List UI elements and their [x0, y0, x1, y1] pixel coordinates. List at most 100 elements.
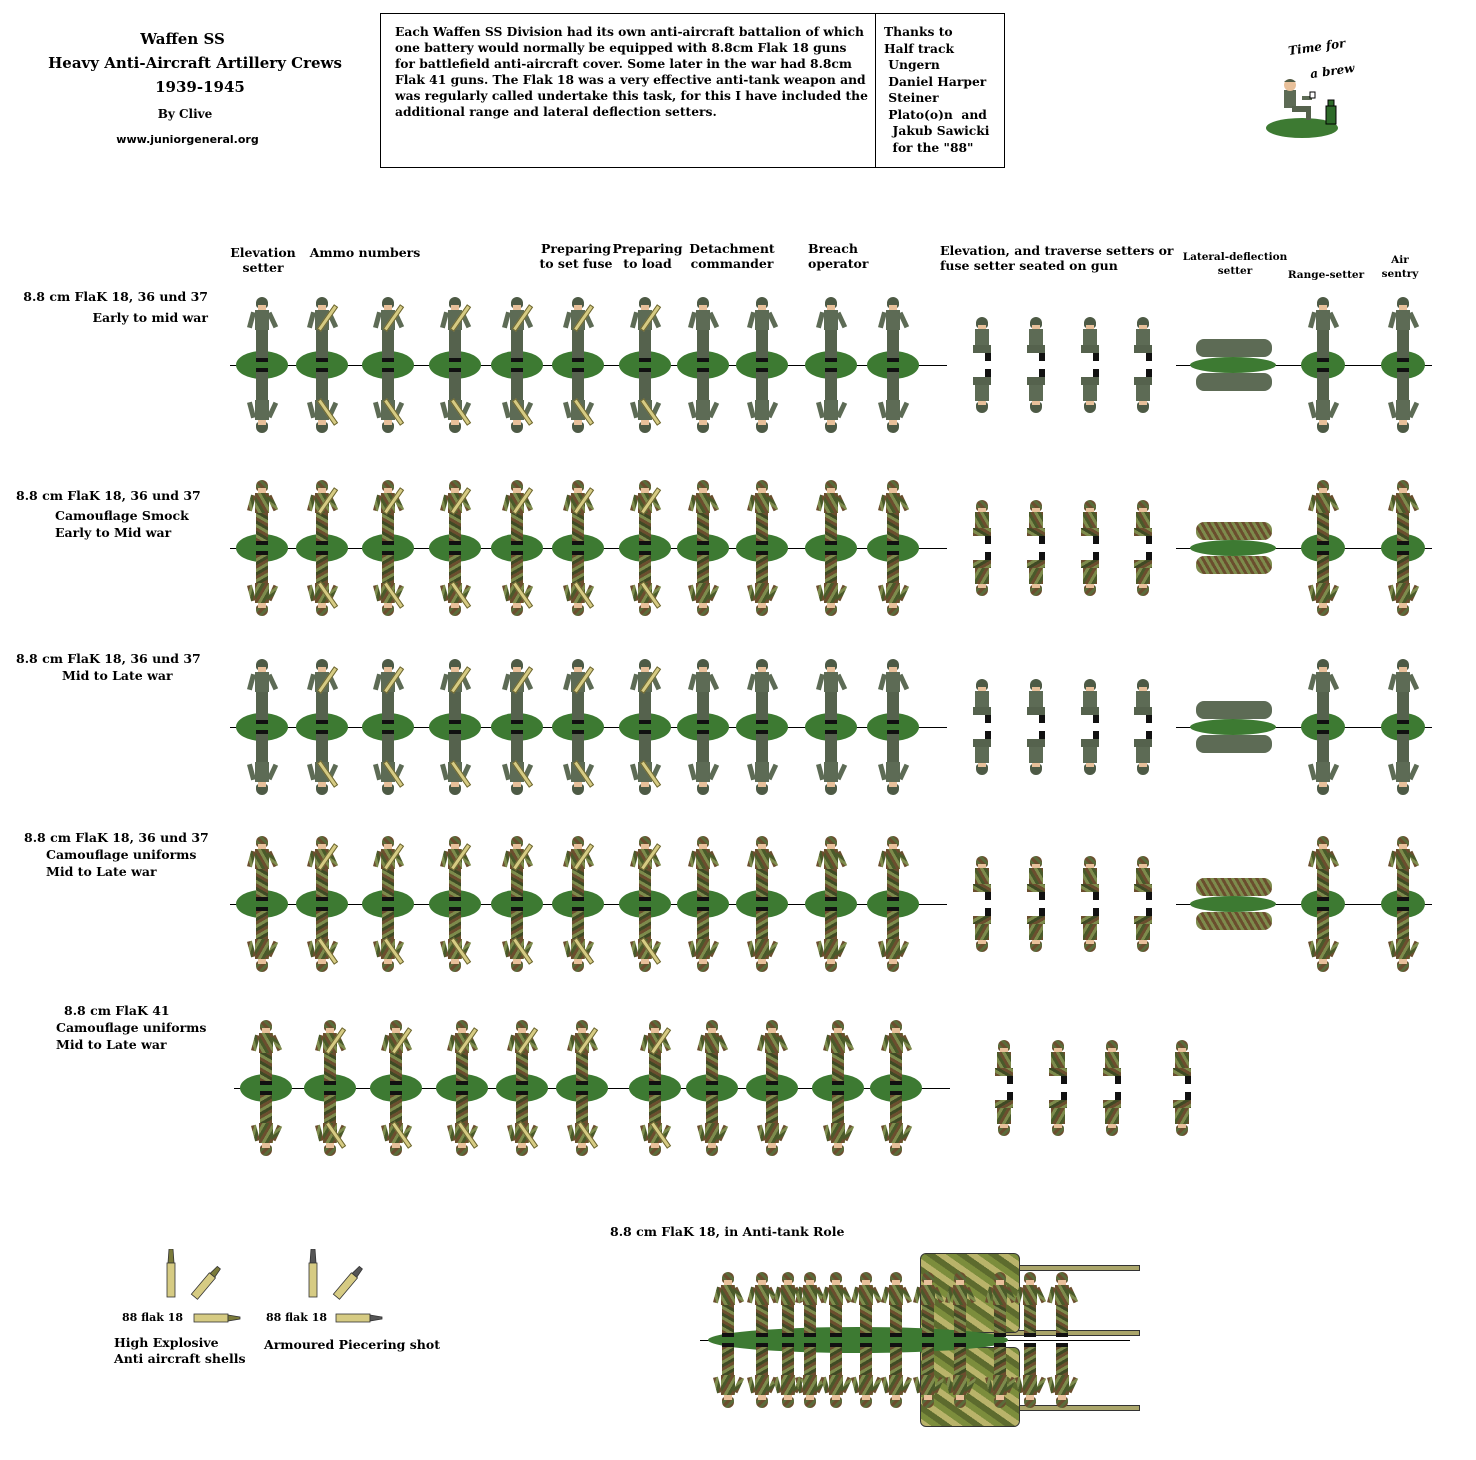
- boots: [511, 897, 523, 901]
- legs: [511, 330, 523, 358]
- helmet: [649, 1020, 661, 1031]
- boots: [832, 1081, 844, 1085]
- legs: [382, 911, 394, 939]
- face: [1032, 508, 1040, 514]
- website-link[interactable]: www.juniorgeneral.org: [116, 133, 259, 146]
- figure-sprite: [307, 295, 339, 363]
- boots: [260, 1081, 272, 1085]
- torso: [696, 762, 710, 782]
- figure-reflection: [1021, 550, 1051, 618]
- col-label: fuse setter seated on gun: [940, 258, 1118, 273]
- figure-reflection: [630, 906, 662, 974]
- legs: [511, 692, 523, 720]
- figure-reflection: [688, 367, 720, 435]
- torso: [255, 310, 269, 330]
- figure-sprite: [989, 1018, 1019, 1086]
- legs: [756, 869, 768, 897]
- helmet: [1397, 836, 1409, 847]
- torso: [1396, 493, 1410, 513]
- boots: [256, 541, 268, 545]
- figure-sprite: [1128, 478, 1158, 546]
- figure-reflection: [502, 550, 534, 618]
- boots: [639, 551, 651, 555]
- figure-reflection: [823, 1090, 855, 1158]
- figure-sprite: [773, 1270, 805, 1338]
- row-label-line: 8.8 cm FlaK 18, 36 und 37: [16, 651, 201, 666]
- helmet: [887, 659, 899, 670]
- col-label: Breach: [808, 241, 858, 256]
- legs: [1134, 916, 1152, 924]
- figure-sprite: [502, 478, 534, 546]
- face: [1178, 1048, 1186, 1054]
- figure-reflection: [1043, 1090, 1073, 1158]
- boots: [1039, 536, 1045, 544]
- torso: [755, 400, 769, 420]
- row-label-line: 8.8 cm FlaK 41: [64, 1003, 170, 1018]
- row-label-line: Camouflage uniforms: [46, 847, 197, 862]
- legs: [1081, 739, 1099, 747]
- boots: [382, 907, 394, 911]
- legs: [639, 869, 651, 897]
- torso: [1136, 568, 1150, 584]
- legs: [697, 734, 709, 762]
- torso: [859, 1285, 873, 1305]
- figure-sprite: [630, 478, 662, 546]
- legs: [511, 372, 523, 400]
- figure-sprite: [816, 478, 848, 546]
- figure-reflection: [989, 1090, 1019, 1158]
- legs: [973, 528, 991, 536]
- legs: [576, 1053, 588, 1081]
- legs: [825, 911, 837, 939]
- legs: [572, 372, 584, 400]
- figure-reflection: [307, 367, 339, 435]
- he-shell-horizontal-icon: [193, 1313, 241, 1323]
- figure-sprite: [881, 1270, 913, 1338]
- legs: [1317, 911, 1329, 939]
- torso: [829, 1285, 843, 1305]
- boots: [639, 720, 651, 724]
- figure-sprite: [1308, 657, 1340, 725]
- legs: [639, 692, 651, 720]
- legs: [1134, 528, 1152, 536]
- boots: [890, 1091, 902, 1095]
- figure-reflection: [440, 367, 472, 435]
- legs: [697, 869, 709, 897]
- figure-reflection: [1388, 367, 1420, 435]
- figure-sprite: [247, 295, 279, 363]
- helmet: [256, 297, 268, 308]
- legs: [576, 1095, 588, 1123]
- helmet: [1317, 480, 1329, 491]
- boots: [830, 1333, 842, 1337]
- torso: [975, 385, 989, 401]
- legs: [973, 916, 991, 924]
- helmet: [1084, 856, 1096, 867]
- legs: [1397, 734, 1409, 762]
- legs: [316, 555, 328, 583]
- face: [1139, 864, 1147, 870]
- boots: [825, 720, 837, 724]
- face: [699, 667, 707, 673]
- boots: [1039, 353, 1045, 361]
- figure-sprite: [688, 295, 720, 363]
- torso: [803, 1285, 817, 1305]
- helmet: [1056, 1272, 1068, 1283]
- helmet: [1176, 1040, 1188, 1051]
- torso: [705, 1123, 719, 1143]
- helmet: [1137, 500, 1149, 511]
- legs: [572, 330, 584, 358]
- torso: [993, 1375, 1007, 1395]
- face: [978, 325, 986, 331]
- figure-reflection: [1015, 1342, 1047, 1410]
- torso: [255, 672, 269, 692]
- figure-reflection: [747, 550, 779, 618]
- figure-sprite: [373, 478, 405, 546]
- figure-sprite: [878, 834, 910, 902]
- legs: [1134, 345, 1152, 353]
- col-label: Preparing: [612, 241, 683, 256]
- face: [258, 305, 266, 311]
- boots: [1317, 541, 1329, 545]
- legs: [1134, 377, 1152, 385]
- legs: [1173, 1100, 1191, 1108]
- legs: [1027, 739, 1045, 747]
- helmet: [832, 1020, 844, 1031]
